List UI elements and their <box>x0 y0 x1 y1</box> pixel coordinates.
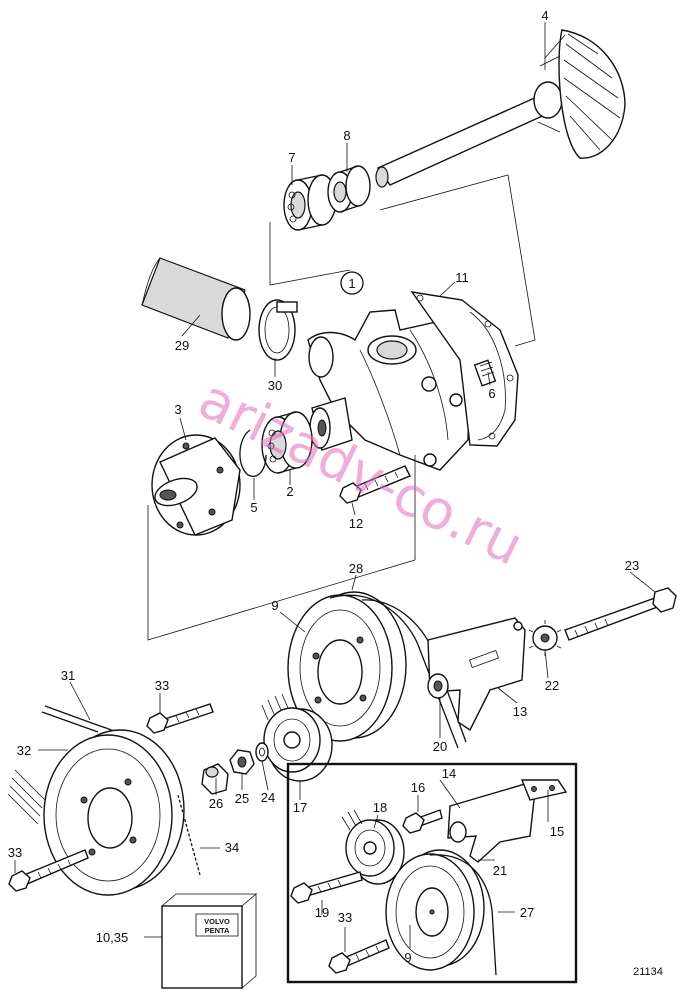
assembly-frame-lower <box>147 505 416 641</box>
crank-pulley-9 <box>287 591 407 742</box>
callout-32: 32 <box>17 743 31 758</box>
callout-31: 31 <box>61 668 75 683</box>
callout-12: 12 <box>349 516 363 531</box>
kit-brand-line2: PENTA <box>205 926 230 935</box>
ball-bearing-2 <box>261 411 313 474</box>
tensioner-pulley-17 <box>261 693 333 782</box>
crank-pulley-32 <box>43 729 185 896</box>
callout-30: 30 <box>268 378 282 393</box>
bolt-33-inset <box>328 939 390 974</box>
callout-24: 24 <box>261 790 275 805</box>
assembly-frame-upper-right <box>379 174 536 347</box>
callout-21: 21 <box>493 863 507 878</box>
callout-29: 29 <box>175 338 189 353</box>
impeller-shaft-part <box>375 29 626 188</box>
callout-4: 4 <box>541 8 548 23</box>
callout-33-inset: 33 <box>338 910 352 925</box>
assembly-frame-upper-left <box>269 222 351 286</box>
callout-17: 17 <box>293 800 307 815</box>
leader-lines <box>14 22 656 952</box>
callout-labels: 4 7 8 1 11 6 29 30 3 5 2 12 28 9 23 22 1… <box>8 8 663 978</box>
bracket-plate-15 <box>520 779 568 801</box>
figure-number: 21134 <box>633 966 663 978</box>
callout-6: 6 <box>488 386 495 401</box>
callout-1: 1 <box>348 276 355 291</box>
callout-9: 9 <box>271 598 278 613</box>
belt-grooves-32 <box>7 769 46 825</box>
tensioner-bracket-13 <box>427 617 526 732</box>
callout-9-inset: 9 <box>404 950 411 965</box>
callout-27: 27 <box>520 905 534 920</box>
shaft-seal-8 <box>327 165 371 213</box>
callout-10-35: 10,35 <box>96 930 129 945</box>
callout-2: 2 <box>286 484 293 499</box>
callout-19: 19 <box>315 905 329 920</box>
callout-16: 16 <box>411 780 425 795</box>
callout-3: 3 <box>174 402 181 417</box>
pulley-hub-3 <box>151 434 241 536</box>
bracket-14 <box>447 783 535 863</box>
circlip-5 <box>239 429 267 477</box>
bolt-23 <box>564 587 677 641</box>
callout-33-upper: 33 <box>155 678 169 693</box>
bolt-33-upper <box>146 703 214 734</box>
callout-25: 25 <box>235 791 249 806</box>
callout-11: 11 <box>455 270 469 285</box>
bolt-12 <box>339 465 411 504</box>
callout-5: 5 <box>250 500 257 515</box>
ribbed-belt-34 <box>177 794 201 876</box>
gasket-11 <box>410 291 519 447</box>
bolt-19 <box>290 871 363 904</box>
spacer-26 <box>201 763 229 795</box>
stud-6 <box>473 359 497 387</box>
water-pump-housing <box>307 309 471 471</box>
service-kit-box <box>161 893 258 989</box>
crank-pulley-9-inset <box>385 849 485 971</box>
callout-7: 7 <box>288 150 295 165</box>
bolt-16 <box>402 809 443 834</box>
callout-28: 28 <box>349 561 363 576</box>
drive-belt-28 <box>329 594 459 749</box>
callout-15: 15 <box>550 824 564 839</box>
callout-22: 22 <box>545 678 559 693</box>
callout-23: 23 <box>625 558 639 573</box>
callout-34: 34 <box>225 840 239 855</box>
drive-belt-31-edge <box>41 711 99 733</box>
callout-ring-1 <box>340 271 364 295</box>
kit-brand-line1: VOLVO <box>204 917 230 926</box>
callout-13: 13 <box>513 704 527 719</box>
callout-33-lower: 33 <box>8 845 22 860</box>
nut-25 <box>229 749 255 775</box>
hose-clamp-30 <box>258 299 298 361</box>
callout-18: 18 <box>373 800 387 815</box>
tensioner-pulley-18 <box>341 809 405 885</box>
drive-belt-27 <box>429 854 497 976</box>
callout-20: 20 <box>433 739 447 754</box>
alternative-layout-inset <box>286 762 578 984</box>
washer-24 <box>255 742 269 762</box>
callout-26: 26 <box>209 796 223 811</box>
bolt-33-lower <box>8 849 89 892</box>
callout-14: 14 <box>442 766 456 781</box>
callout-8: 8 <box>343 128 350 143</box>
hose-29 <box>141 257 251 341</box>
